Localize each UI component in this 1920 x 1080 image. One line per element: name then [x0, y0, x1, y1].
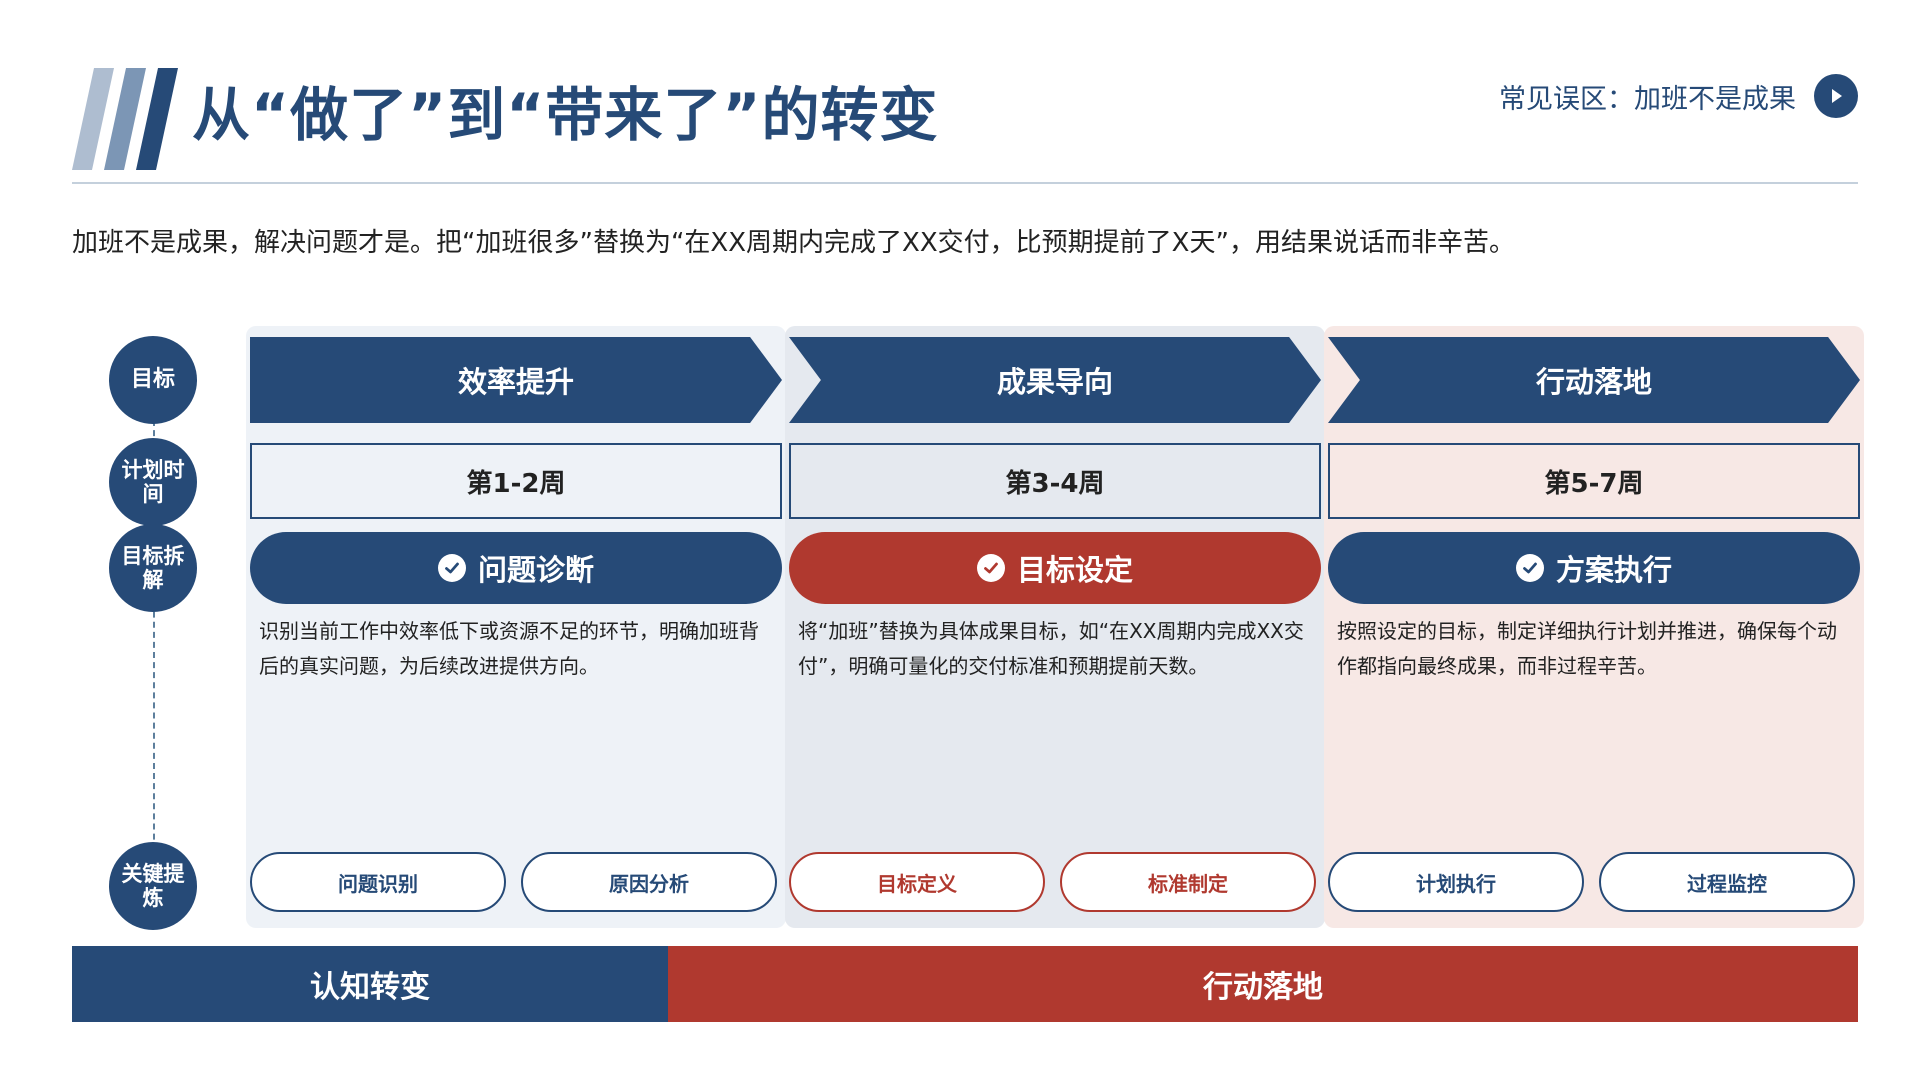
stage-pill-1: 问题诊断 [250, 532, 782, 604]
row-label-goal: 目标 [109, 336, 197, 424]
bottom-bar-action-landing: 行动落地 [668, 946, 1858, 1022]
play-icon [1832, 89, 1842, 103]
header-divider [72, 182, 1858, 184]
row-label-goal-text: 目标 [130, 367, 175, 393]
stage-label-1: 问题诊断 [477, 553, 594, 587]
tag-pill-plan-execution[interactable]: 计划执行 [1328, 852, 1584, 912]
row-label-goal-breakdown: 目标拆 解 [109, 524, 197, 612]
myth-play-button[interactable] [1814, 74, 1858, 118]
bottom-bar-cognitive-shift: 认知转变 [72, 946, 668, 1022]
row-label-goal-breakdown-line1: 目标拆 [121, 543, 185, 568]
tag-pill-standard-setting[interactable]: 标准制定 [1060, 852, 1316, 912]
tag-pill-goal-definition[interactable]: 目标定义 [789, 852, 1045, 912]
page-title: 从“做了”到“带来了”的转变 [192, 81, 939, 149]
goal-arrow-1: 效率提升 [250, 337, 782, 423]
stage-label-3: 方案执行 [1555, 553, 1672, 587]
period-box-1: 第1-2周 [250, 443, 782, 519]
tag-pill-problem-identification[interactable]: 问题识别 [250, 852, 506, 912]
row-label-key-points-line2: 炼 [142, 886, 164, 910]
check-circle-icon [437, 554, 466, 582]
goal-arrow-3: 行动落地 [1328, 337, 1860, 423]
goal-arrow-2: 成果导向 [789, 337, 1321, 423]
row-label-plan-time-line2: 间 [142, 482, 164, 506]
myth-callout: 常见误区：加班不是成果 [1499, 72, 1858, 120]
subtitle: 加班不是成果，解决问题才是。把“加班很多”替换为“在XX周期内完成了XX交付，比… [72, 228, 1515, 258]
check-circle-icon [1515, 554, 1544, 582]
column-2-panel [785, 326, 1325, 928]
row-label-plan-time: 计划时 间 [109, 438, 197, 526]
stage-pill-2: 目标设定 [789, 532, 1321, 604]
stage-description-1: 识别当前工作中效率低下或资源不足的环节，明确加班背后的真实问题，为后续改进提供方… [259, 619, 759, 678]
row-label-key-points-line1: 关键提 [121, 861, 185, 886]
row-label-goal-breakdown-line2: 解 [142, 568, 164, 592]
tag-pill-process-monitoring[interactable]: 过程监控 [1599, 852, 1855, 912]
check-circle-icon [976, 554, 1005, 582]
myth-label: 常见误区：加班不是成果 [1499, 83, 1796, 115]
period-box-3: 第5-7周 [1328, 443, 1860, 519]
stage-label-2: 目标设定 [1016, 553, 1133, 587]
column-1-panel [246, 326, 786, 928]
column-3-panel [1324, 326, 1864, 928]
stage-pill-3: 方案执行 [1328, 532, 1860, 604]
row-label-connector [153, 420, 155, 890]
tag-pill-cause-analysis[interactable]: 原因分析 [521, 852, 777, 912]
stage-description-3: 按照设定的目标，制定详细执行计划并推进，确保每个动作都指向最终成果，而非过程辛苦… [1337, 619, 1837, 678]
title-stripes-decoration [72, 68, 178, 170]
period-box-2: 第3-4周 [789, 443, 1321, 519]
row-label-plan-time-line1: 计划时 [121, 457, 185, 482]
stage-description-2: 将“加班”替换为具体成果目标，如“在XX周期内完成XX交付”，明确可量化的交付标… [798, 619, 1304, 678]
row-label-key-points: 关键提 炼 [109, 842, 197, 930]
